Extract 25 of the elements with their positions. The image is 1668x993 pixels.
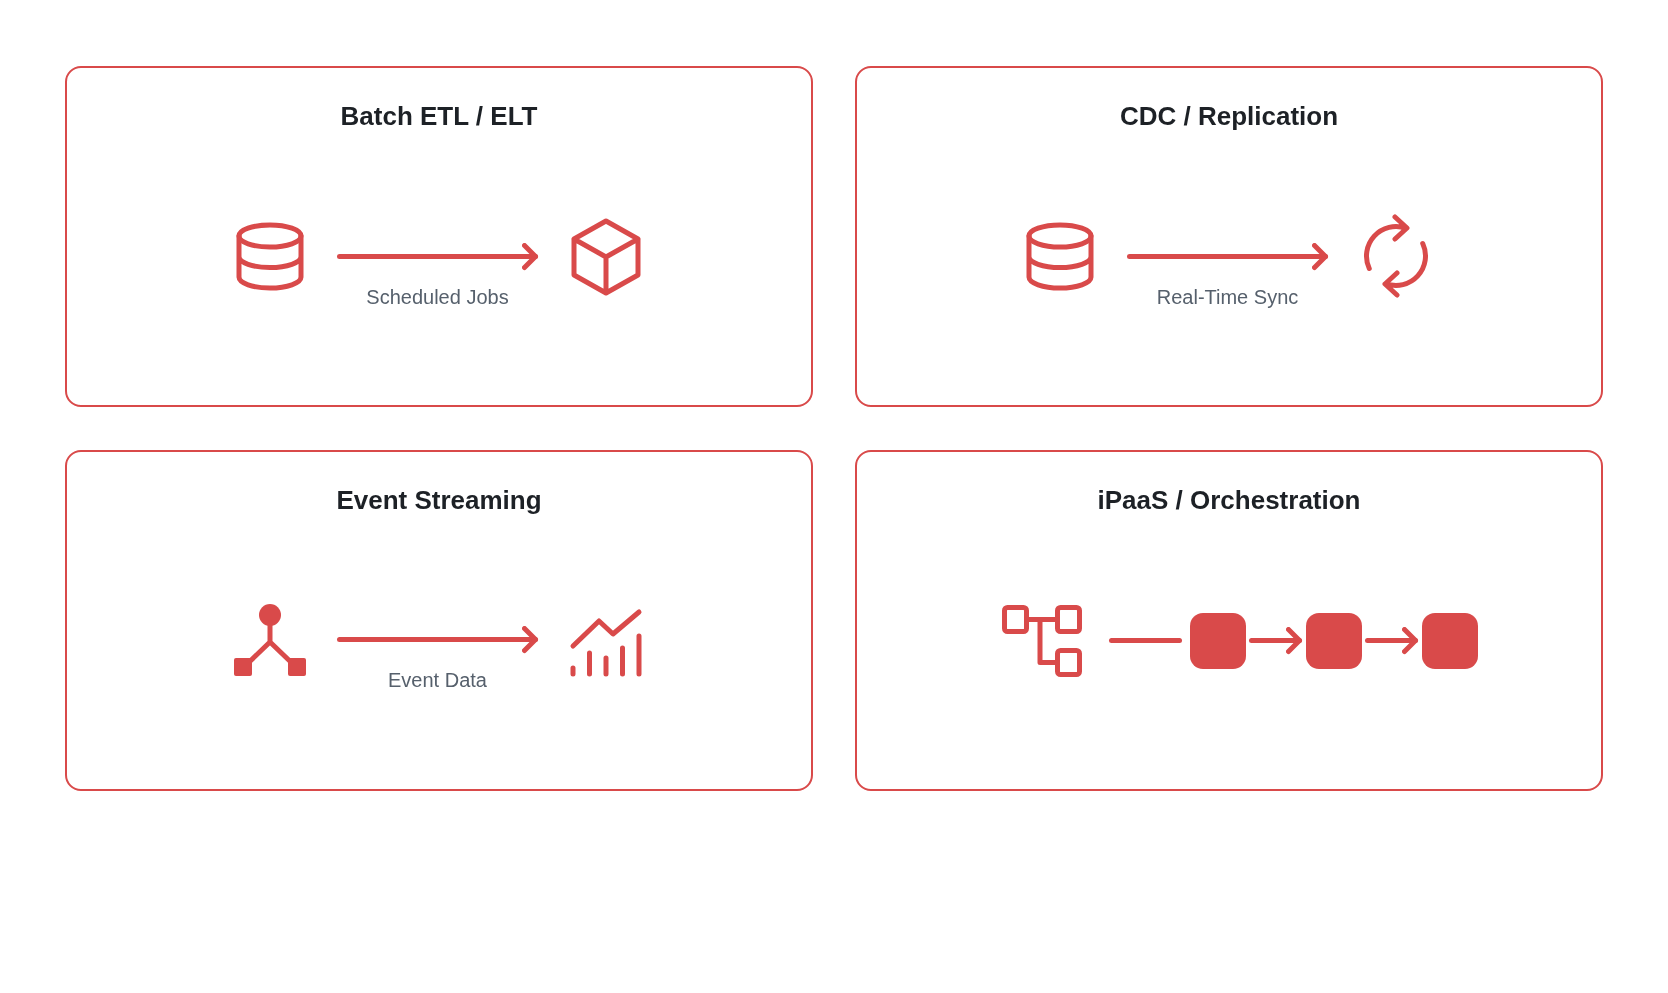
process-block [1189,612,1246,669]
chart-icon [569,608,642,677]
process-block [1421,612,1478,669]
card-title: CDC / Replication [1119,101,1339,133]
hierarchy-icon [1001,604,1082,677]
cube-icon [569,216,642,297]
category-card [855,66,1603,407]
arrow [1249,627,1302,654]
connector-line [1109,638,1182,643]
edge-label: Scheduled Jobs [366,284,509,309]
card-title: iPaaS / Orchestration [1097,485,1361,517]
category-card [855,450,1603,791]
arrow [337,626,538,653]
network-icon [233,602,306,677]
process-block [1305,612,1362,669]
edge-label: Event Data [388,667,487,692]
card-title: Batch ETL / ELT [340,101,538,133]
arrow [1365,627,1418,654]
arrow [1127,243,1328,270]
edge-label: Real-Time Sync [1156,284,1299,309]
category-card [65,66,813,407]
arrow [337,243,538,270]
sync-icon [1363,213,1428,298]
card-title: Event Streaming [336,485,542,517]
category-card [65,450,813,791]
